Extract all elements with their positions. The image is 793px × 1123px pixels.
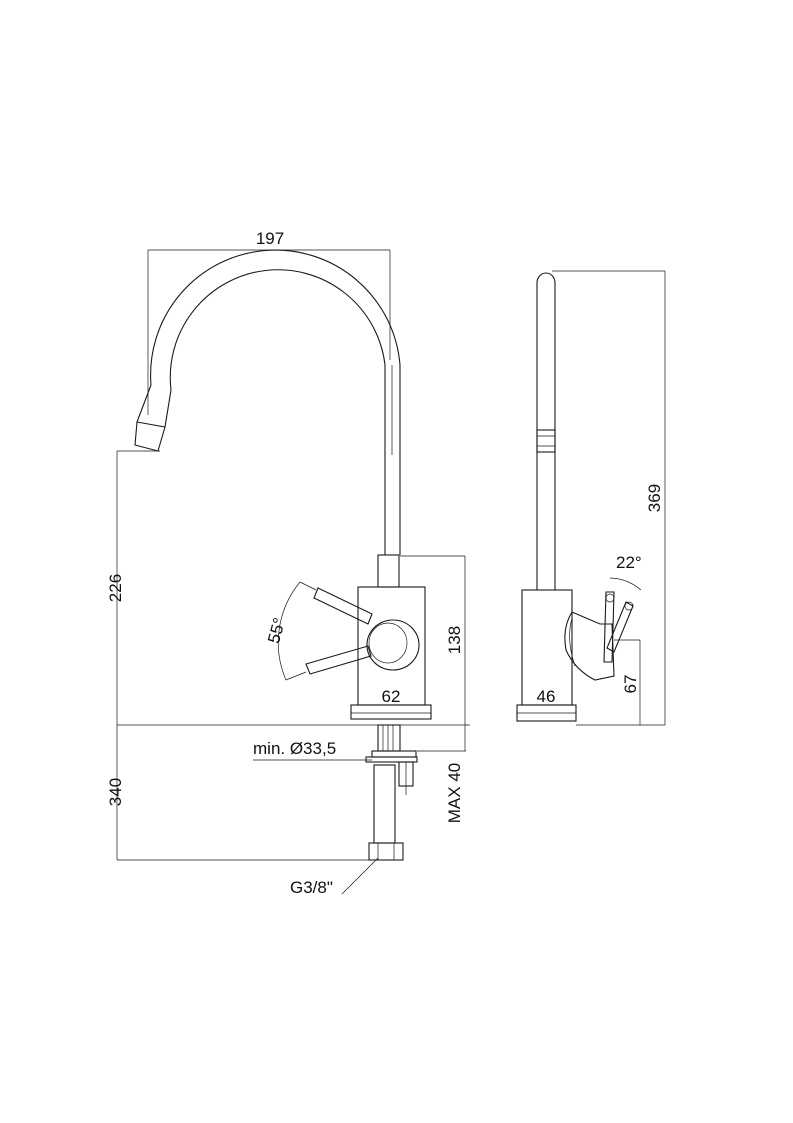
hose-length-label: 340 <box>106 778 125 806</box>
body-depth-label: 46 <box>537 687 556 706</box>
side-body <box>516 589 615 722</box>
width-label: 197 <box>256 229 284 248</box>
body-width-label: 62 <box>382 687 401 706</box>
max-thickness-label: MAX 40 <box>445 763 464 823</box>
hole-diameter-callout: min. Ø33,5 <box>253 739 372 761</box>
total-height-label: 369 <box>645 484 664 512</box>
hole-diameter-label: min. Ø33,5 <box>253 739 336 758</box>
spout-height-label: 226 <box>106 574 125 602</box>
side-view: 22° 46 67 369 <box>516 270 666 726</box>
width-dimension: 197 <box>147 229 391 415</box>
lever-height-dimension: 67 <box>614 639 641 725</box>
lever-height-label: 67 <box>621 675 640 694</box>
side-lever-angle-label: 22° <box>616 553 642 572</box>
mounting-assembly <box>365 724 418 861</box>
body-height-dimension: 138 <box>400 555 466 725</box>
lever-positions: 55° <box>264 581 373 681</box>
side-levers: 22° <box>603 553 642 663</box>
side-spout <box>536 272 556 590</box>
spout-height-dimension: 226 <box>106 450 160 725</box>
body-height-label: 138 <box>445 626 464 654</box>
hose-length-dimension: 340 <box>106 725 370 861</box>
lever-angle-label: 55° <box>264 616 289 646</box>
spout <box>134 249 401 555</box>
total-height-dimension: 369 <box>552 270 666 726</box>
front-view: 197 226 55° 62 <box>106 229 470 897</box>
mixer-body <box>350 554 432 720</box>
thread-callout: G3/8" <box>290 857 379 897</box>
thread-label: G3/8" <box>290 878 333 897</box>
max-thickness-dimension: MAX 40 <box>417 725 466 823</box>
